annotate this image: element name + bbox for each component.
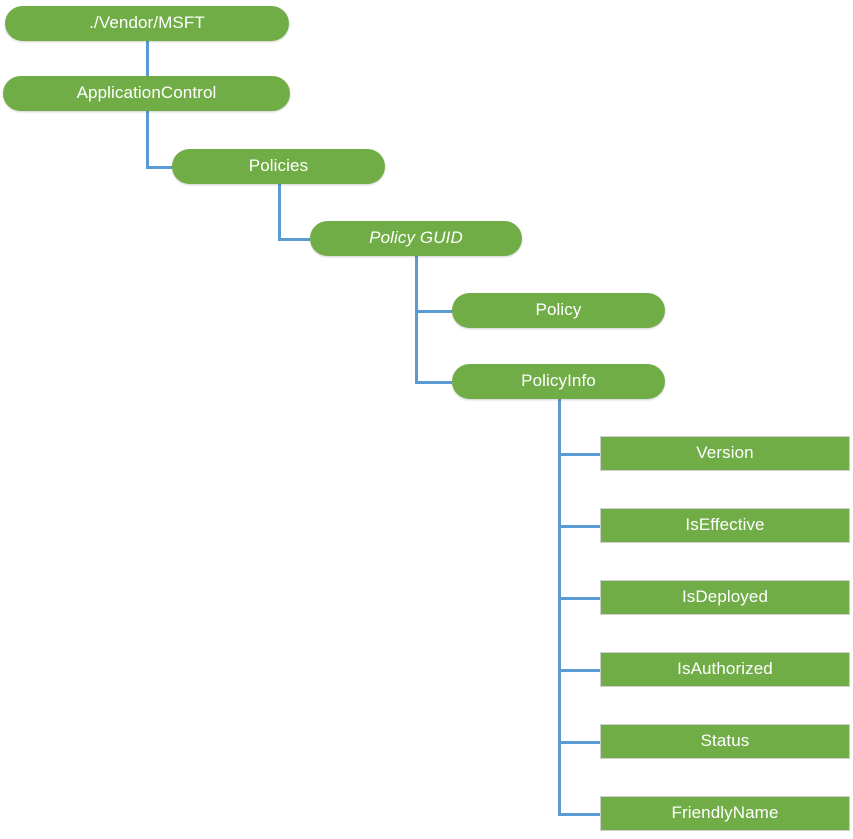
node-label-vendor-msft: ./Vendor/MSFT	[89, 13, 205, 33]
node-label-policies: Policies	[248, 156, 309, 176]
node-is-deployed: IsDeployed	[600, 580, 850, 615]
node-policy: Policy	[452, 293, 665, 328]
node-is-effective: IsEffective	[600, 508, 850, 543]
node-label-policy: Policy	[535, 300, 582, 320]
node-label-policy-info: PolicyInfo	[521, 371, 596, 391]
connector-policy-guid-to-policy-info	[415, 256, 452, 384]
node-vendor-msft: ./Vendor/MSFT	[5, 6, 289, 41]
node-label-status: Status	[700, 731, 750, 751]
node-is-authorized: IsAuthorized	[600, 652, 850, 687]
node-status: Status	[600, 724, 850, 759]
connector-policy-info-to-status	[558, 399, 600, 744]
connector-policies-to-policy-guid	[278, 184, 310, 241]
connector-policy-info-to-friendly-name	[558, 399, 600, 816]
connector-policy-info-to-is-effective	[558, 399, 600, 528]
connector-policy-info-to-version	[558, 399, 600, 456]
node-policies: Policies	[172, 149, 385, 184]
node-application-control: ApplicationControl	[3, 76, 290, 111]
node-label-is-deployed: IsDeployed	[681, 587, 769, 607]
connector-application-control-to-policies	[146, 111, 172, 169]
connector-policy-guid-to-policy	[415, 256, 452, 313]
node-policy-info: PolicyInfo	[452, 364, 665, 399]
node-label-is-effective: IsEffective	[685, 515, 765, 535]
node-label-is-authorized: IsAuthorized	[677, 659, 773, 679]
node-label-friendly-name: FriendlyName	[671, 803, 779, 823]
node-label-policy-guid: Policy GUID	[369, 228, 463, 248]
node-label-version: Version	[696, 443, 754, 463]
node-label-application-control: ApplicationControl	[76, 83, 217, 103]
node-version: Version	[600, 436, 850, 471]
node-friendly-name: FriendlyName	[600, 796, 850, 831]
connector-policy-info-to-is-deployed	[558, 399, 600, 600]
node-policy-guid: Policy GUID	[310, 221, 522, 256]
connector-policy-info-to-is-authorized	[558, 399, 600, 672]
